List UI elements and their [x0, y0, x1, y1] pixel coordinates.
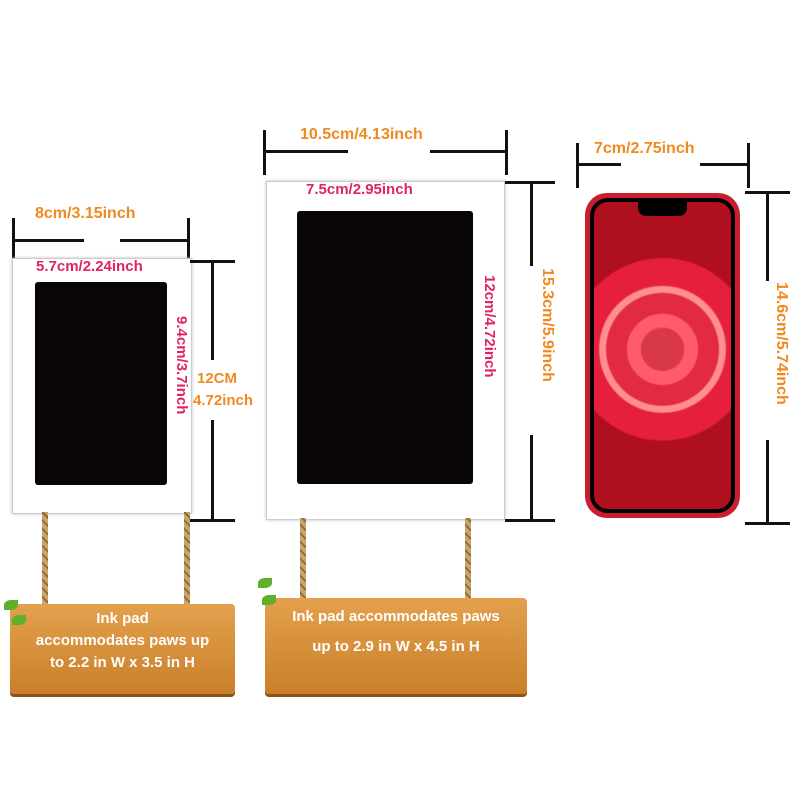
- phone-notch: [637, 202, 688, 216]
- dim-tick: [505, 519, 555, 522]
- rope: [300, 518, 306, 608]
- small-pad-height-cm: 12CM: [197, 370, 238, 387]
- phone-height: 14.6cm/5.74inch: [773, 282, 790, 405]
- large-ink-area: [297, 211, 473, 484]
- large-pad-height: 15.3cm/5.9inch: [539, 268, 556, 382]
- leaf-decoration: [12, 615, 26, 625]
- dim-tick: [190, 519, 235, 522]
- sign-line: Ink pad accommodates paws: [292, 608, 500, 625]
- dim-arrow: [12, 239, 84, 242]
- sign-line: accommodates paws up: [35, 632, 210, 649]
- small-ink-area: [35, 282, 167, 485]
- dim-arrow: [530, 181, 533, 266]
- sign-small: Ink pad accommodates paws up to 2.2 in W…: [10, 604, 235, 694]
- leaf-decoration: [258, 578, 272, 588]
- dim-arrow: [530, 435, 533, 520]
- dim-tick: [187, 218, 190, 258]
- dim-arrow: [263, 150, 348, 153]
- sign-line: Ink pad: [96, 610, 149, 627]
- small-ink-width: 5.7cm/2.24inch: [36, 258, 143, 275]
- phone-width: 7cm/2.75inch: [594, 140, 695, 157]
- large-pad-width: 10.5cm/4.13inch: [300, 126, 423, 143]
- phone-image: [585, 193, 740, 518]
- sign-line: up to 2.9 in W x 4.5 in H: [312, 638, 480, 655]
- dim-arrow: [700, 163, 747, 166]
- sign-line: to 2.2 in W x 3.5 in H: [49, 654, 196, 671]
- small-pad-height-in: 4.72inch: [193, 392, 254, 409]
- dim-arrow: [430, 150, 505, 153]
- large-ink-height: 12cm/4.72inch: [481, 275, 498, 378]
- dim-tick: [745, 522, 790, 525]
- dim-arrow: [766, 440, 769, 522]
- dim-arrow: [211, 420, 214, 520]
- small-ink-height: 9.4cm/3.7inch: [173, 316, 190, 415]
- rope: [465, 518, 471, 608]
- large-ink-width: 7.5cm/2.95inch: [306, 181, 413, 198]
- dim-arrow: [211, 260, 214, 360]
- leaf-decoration: [4, 600, 18, 610]
- rope: [42, 512, 48, 612]
- dim-tick: [12, 218, 15, 258]
- dim-tick: [505, 130, 508, 175]
- dim-arrow: [120, 239, 188, 242]
- sign-large: Ink pad accommodates paws up to 2.9 in W…: [265, 598, 527, 694]
- dim-arrow: [576, 163, 621, 166]
- phone-screen: [590, 198, 735, 513]
- rope: [184, 512, 190, 612]
- leaf-decoration: [262, 595, 276, 605]
- dim-tick: [747, 143, 750, 188]
- small-pad-width: 8cm/3.15inch: [35, 205, 136, 222]
- dim-arrow: [766, 191, 769, 281]
